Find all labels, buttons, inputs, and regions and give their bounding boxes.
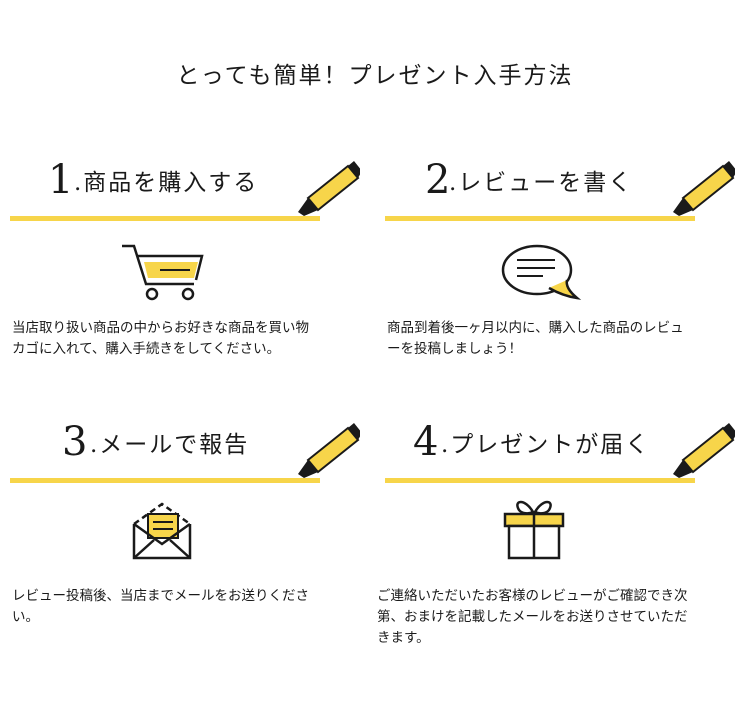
page-title: とっても簡単！プレゼント入手方法 (176, 63, 574, 89)
highlighter-icon (673, 161, 735, 216)
highlighter-icon (673, 423, 735, 478)
shopping-cart-icon (122, 244, 204, 301)
step-4-label: .プレゼントが届く (441, 432, 651, 458)
step-2: 2 .レビューを書く 商品到着後一ヶ月以内に、購入した商品のレビューを投稿しまし… (385, 148, 735, 438)
step-3-underline (10, 478, 320, 483)
step-2-description: 商品到着後一ヶ月以内に、購入した商品のレビューを投稿しましょう！ (387, 320, 684, 357)
step-3-heading: 3 .メールで報告 (10, 416, 360, 483)
step-2-label: .レビューを書く (449, 170, 634, 196)
step-4-description: ご連絡いただいたお客様のレビューがご確認でき次第、おまけを記載したメールをお送り… (377, 588, 688, 646)
highlighter-icon (298, 161, 360, 216)
step-1: 1 .商品を購入する 当店取り扱い商品の中からお好きな商品を買い物カゴに入れて、… (10, 148, 360, 438)
step-2-underline (385, 216, 695, 221)
step-1-heading: 1 .商品を購入する (10, 154, 360, 221)
step-2-number: 2 (425, 157, 451, 203)
step-4-heading: 4 .プレゼントが届く (385, 416, 735, 483)
step-1-label: .商品を購入する (74, 170, 259, 196)
gift-box-icon (503, 500, 565, 560)
step-1-description: 当店取り扱い商品の中からお好きな商品を買い物カゴに入れて、購入手続きをしてくださ… (12, 320, 309, 357)
step-2-heading: 2 .レビューを書く (385, 154, 735, 221)
step-1-underline (10, 216, 320, 221)
step-4-underline (385, 478, 695, 483)
envelope-icon (132, 502, 192, 560)
step-4-number: 4 (413, 419, 439, 465)
step-3: 3 .メールで報告 レビュー投稿後、当店までメールをお送りください。 (10, 410, 360, 700)
speech-bubble-icon (501, 244, 582, 300)
step-3-description: レビュー投稿後、当店までメールをお送りください。 (12, 588, 309, 625)
highlighter-icon (298, 423, 360, 478)
step-4: 4 .プレゼントが届く ご連絡いただいたお客様のレビューがご確認でき次第、おまけ… (377, 410, 735, 700)
step-3-number: 3 (62, 419, 88, 465)
step-1-number: 1 (48, 157, 74, 203)
step-3-label: .メールで報告 (90, 432, 250, 458)
